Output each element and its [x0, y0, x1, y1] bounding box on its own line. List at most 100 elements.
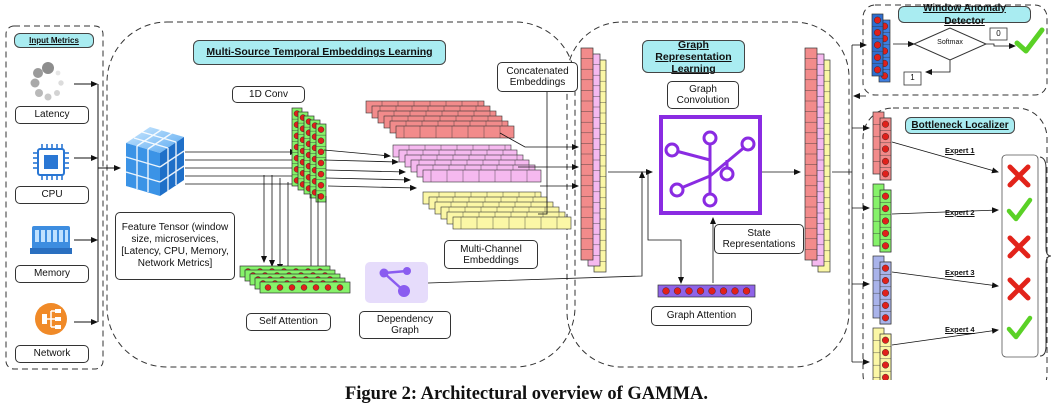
input-metrics-panel [5, 25, 104, 370]
expert-results [1006, 164, 1033, 340]
self-attention-label: Self Attention [246, 313, 331, 331]
output-zero-box [989, 27, 1008, 41]
column-dot [317, 126, 325, 133]
column-dot [882, 205, 890, 213]
embedding-brick-row [395, 125, 515, 139]
column-dot [882, 289, 890, 297]
feature-tensor-cube-icon [125, 127, 185, 196]
attention-dot [276, 284, 284, 291]
dependency-graph-icon [365, 262, 428, 303]
column-dot [882, 314, 890, 322]
check-icon [1014, 27, 1045, 54]
column-dot [882, 145, 890, 153]
graph-attention-dot [742, 287, 751, 295]
bottleneck-localizer-panel [862, 107, 1048, 380]
network-hierarchy-icon [35, 303, 67, 335]
dependency-graph-label: Dependency Graph [359, 311, 451, 339]
state-representation-columns [804, 47, 831, 273]
column-dot [882, 336, 890, 344]
graph-attention-bar [657, 284, 756, 298]
column-dot [882, 361, 890, 369]
expert-1-label: Expert 1 [945, 146, 975, 155]
concatenated-label: Concatenated Embeddings [497, 62, 578, 92]
architecture-diagram [5, 4, 1052, 380]
attention-dot [324, 284, 332, 291]
column-dot [882, 373, 889, 380]
temporal-section-title: Multi-Source Temporal Embeddings Learnin… [193, 40, 446, 65]
memory-module-icon [30, 226, 72, 254]
loading-spinner-icon [30, 62, 64, 101]
expert-2-label: Expert 2 [945, 208, 975, 217]
column-dot [882, 157, 890, 165]
column-dot [882, 264, 890, 272]
output-zero-label: 0 [996, 29, 1001, 38]
expert-feature-columns [872, 111, 892, 380]
anomaly-detector-panel [862, 4, 1048, 96]
graph-convolution-label: Graph Convolution [667, 81, 739, 109]
column-dot [882, 349, 890, 357]
multi-channel-embeddings-stack [365, 100, 572, 230]
cross-icon [1007, 235, 1031, 259]
graph-attention-dot [685, 287, 693, 295]
graph-attention-layer [657, 284, 756, 298]
graph-attention-dot [696, 287, 705, 295]
graph-section-title: Graph Representation Learning [642, 39, 745, 75]
column-dot [317, 170, 325, 178]
column-dot [874, 41, 882, 49]
cpu-chip-icon [33, 144, 69, 180]
embedding-brick-row [452, 216, 572, 230]
column-dot [317, 193, 325, 200]
column-dot [882, 170, 890, 178]
column-dot [882, 242, 890, 250]
expert-3-label: Expert 3 [945, 268, 975, 277]
column-dot [874, 53, 882, 61]
results-brace-icon [1039, 156, 1052, 357]
graph-attention-dot [719, 287, 728, 295]
conv-feature-maps [291, 107, 327, 203]
conv-label: 1D Conv [232, 86, 305, 103]
column-dot [882, 133, 890, 141]
bottleneck-localizer-title: Bottleneck Localizer [905, 117, 1015, 134]
check-icon [1006, 197, 1033, 222]
metric-label-network: Network [15, 345, 89, 363]
output-one-label: 1 [910, 73, 915, 82]
column-dot [317, 137, 325, 144]
attention-dot [300, 284, 308, 291]
embedding-column [879, 333, 892, 380]
column-dot [874, 16, 882, 24]
attention-dot [312, 284, 320, 291]
metric-label-memory: Memory [15, 265, 89, 283]
column-dot [317, 159, 325, 167]
output-one-box [903, 71, 922, 86]
metric-label-cpu: CPU [15, 186, 89, 204]
detector-feature-columns [871, 13, 891, 83]
cross-icon [1007, 164, 1031, 188]
column-dot [317, 182, 325, 189]
column-dot [317, 148, 325, 156]
embedding-brick-row [422, 169, 542, 183]
column-dot [874, 66, 882, 74]
attention-dot [264, 284, 272, 291]
feature-tensor-label: Feature Tensor (window size, microservic… [115, 212, 235, 280]
input-metrics-title: Input Metrics [14, 33, 94, 48]
column-dot [882, 301, 890, 309]
column-dot [874, 29, 882, 37]
column-dot [882, 277, 890, 285]
self-attention-maps [239, 265, 351, 294]
graph-attention-dot [731, 287, 739, 295]
column-dot [882, 229, 890, 237]
graph-attention-dot [673, 287, 682, 295]
graph-learning-panel [566, 21, 850, 368]
attention-dot [336, 284, 344, 291]
multi-channel-label: Multi-Channel Embeddings [444, 240, 538, 269]
graph-attention-label: Graph Attention [651, 306, 752, 326]
column-dot [882, 120, 890, 128]
column-dot [882, 192, 890, 200]
graph-attention-dot [662, 287, 670, 295]
metric-label-latency: Latency [15, 106, 89, 124]
expert-results-box [1001, 154, 1039, 358]
anomaly-detector-title: Window Anomaly Detector [898, 3, 1031, 27]
concatenated-embeddings-columns [580, 47, 607, 273]
state-representations-label: State Representations [714, 224, 804, 254]
expert-4-label: Expert 4 [945, 325, 975, 334]
